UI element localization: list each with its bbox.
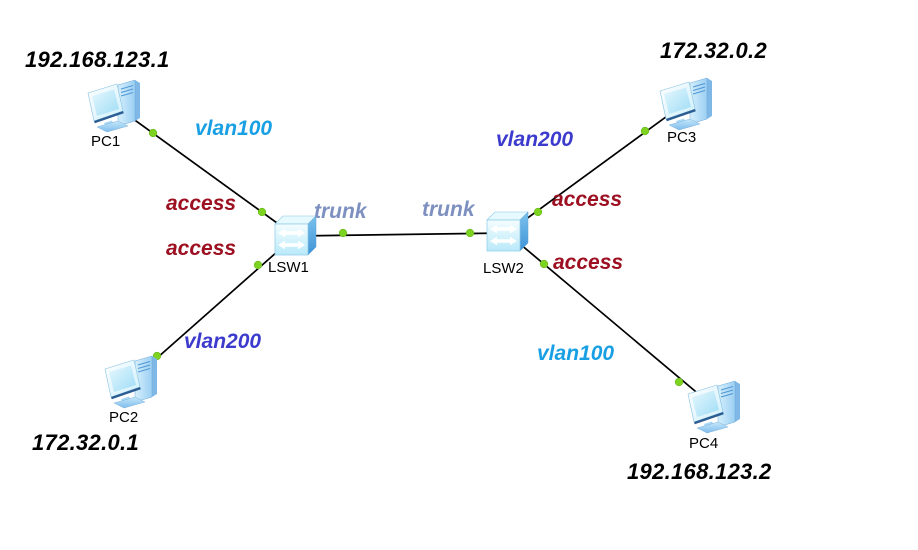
node-label-pc1: PC1 <box>91 133 121 150</box>
link-endpoint-dot <box>674 377 684 387</box>
node-pc1[interactable] <box>85 77 143 133</box>
switch-icon <box>486 211 529 252</box>
label-access-lsw1-lower[interactable]: access <box>166 237 237 260</box>
switch-icon <box>274 215 317 256</box>
ip-label-pc3[interactable]: 172.32.0.2 <box>660 38 767 63</box>
link-endpoint-dot <box>465 228 475 238</box>
label-access-lsw2-upper[interactable]: access <box>552 188 623 211</box>
label-trunk-lsw2-side[interactable]: trunk <box>422 198 475 221</box>
link-endpoint-dot <box>539 259 549 269</box>
link-endpoint-dot <box>338 228 348 238</box>
node-label-pc2: PC2 <box>109 409 139 426</box>
node-lsw2[interactable] <box>484 209 530 254</box>
link-lsw1-lsw2-trunk[interactable] <box>294 232 508 237</box>
node-label-pc3: PC3 <box>667 129 697 146</box>
node-pc3[interactable] <box>657 75 715 131</box>
node-pc2[interactable] <box>102 353 160 409</box>
link-endpoint-dot <box>257 207 267 217</box>
ip-label-pc1[interactable]: 192.168.123.1 <box>25 47 170 72</box>
pc-icon <box>687 380 740 434</box>
ip-label-pc2[interactable]: 172.32.0.1 <box>32 430 139 455</box>
pc-icon <box>104 355 157 409</box>
label-vlan200-pc2-link[interactable]: vlan200 <box>184 330 262 353</box>
label-trunk-lsw1-side[interactable]: trunk <box>314 200 367 223</box>
label-access-lsw1-upper[interactable]: access <box>166 192 237 215</box>
ip-label-pc4[interactable]: 192.168.123.2 <box>627 459 772 484</box>
pc-icon <box>87 79 140 133</box>
label-vlan100-pc4-link[interactable]: vlan100 <box>537 342 615 365</box>
node-label-pc4: PC4 <box>689 435 719 452</box>
node-lsw1[interactable] <box>272 213 318 258</box>
link-endpoint-dot <box>533 207 543 217</box>
node-label-lsw1: LSW1 <box>268 259 309 276</box>
link-endpoint-dot <box>148 128 158 138</box>
node-label-lsw2: LSW2 <box>483 260 524 277</box>
label-vlan200-pc3-link[interactable]: vlan200 <box>496 128 574 151</box>
link-endpoint-dot <box>253 260 263 270</box>
node-pc4[interactable] <box>685 378 743 434</box>
label-vlan100-pc1-link[interactable]: vlan100 <box>195 117 273 140</box>
label-access-lsw2-lower[interactable]: access <box>553 251 624 274</box>
link-endpoint-dot <box>640 126 650 136</box>
pc-icon <box>659 77 712 131</box>
